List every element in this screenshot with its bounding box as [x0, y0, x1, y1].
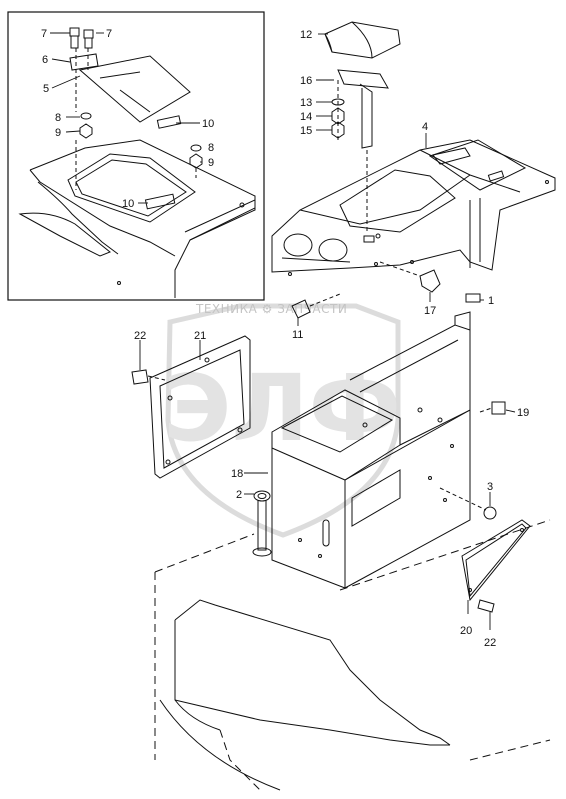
- detail-inset-frame: [7, 11, 265, 301]
- part-label-15: 15: [300, 125, 312, 137]
- part-label-17: 17: [424, 305, 436, 317]
- part-label-20: 20: [460, 625, 472, 637]
- part-label-22: 22: [134, 330, 146, 342]
- part-label-2: 2: [236, 489, 242, 501]
- part-label-9: 9: [208, 157, 214, 169]
- leader-lines: [50, 32, 516, 630]
- part-label-22: 22: [484, 637, 496, 649]
- part-label-5: 5: [43, 83, 49, 95]
- watermark-logo-text: ЭЛФ: [163, 355, 401, 462]
- part-label-14: 14: [300, 111, 312, 123]
- upper-console: [271, 139, 556, 276]
- part-number-labels: 7 7 6 5 8 9 10 8 9 10 12 16 13 14 15 4 1…: [41, 28, 529, 649]
- part-label-10: 10: [122, 198, 134, 210]
- watermark-tagline: ТЕХНИКА ⚙ ЗАПЧАСТИ: [195, 302, 347, 316]
- floor-outline: [154, 519, 551, 791]
- part-label-10: 10: [202, 118, 214, 130]
- part-label-8: 8: [208, 142, 214, 154]
- part-label-7: 7: [106, 28, 112, 40]
- lower-housing: [271, 311, 471, 589]
- part-label-19: 19: [517, 407, 529, 419]
- part-label-21: 21: [194, 330, 206, 342]
- part-label-6: 6: [42, 54, 48, 66]
- rear-cover-plate: [461, 519, 531, 602]
- left-side-panel: [131, 335, 251, 479]
- grommet-part: [252, 490, 272, 557]
- part-label-7: 7: [41, 28, 47, 40]
- part-label-13: 13: [300, 97, 312, 109]
- part-label-18: 18: [231, 468, 243, 480]
- part-label-4: 4: [422, 121, 428, 133]
- part-label-9: 9: [55, 127, 61, 139]
- part-label-1: 1: [488, 295, 494, 307]
- part-label-11: 11: [292, 329, 303, 341]
- part-label-16: 16: [300, 75, 312, 87]
- part-label-3: 3: [487, 481, 493, 493]
- armrest-cushion: [324, 21, 401, 234]
- inset-console-cover: [18, 27, 256, 298]
- small-hardware: [291, 261, 506, 613]
- part-label-12: 12: [300, 29, 312, 41]
- part-label-8: 8: [55, 112, 61, 124]
